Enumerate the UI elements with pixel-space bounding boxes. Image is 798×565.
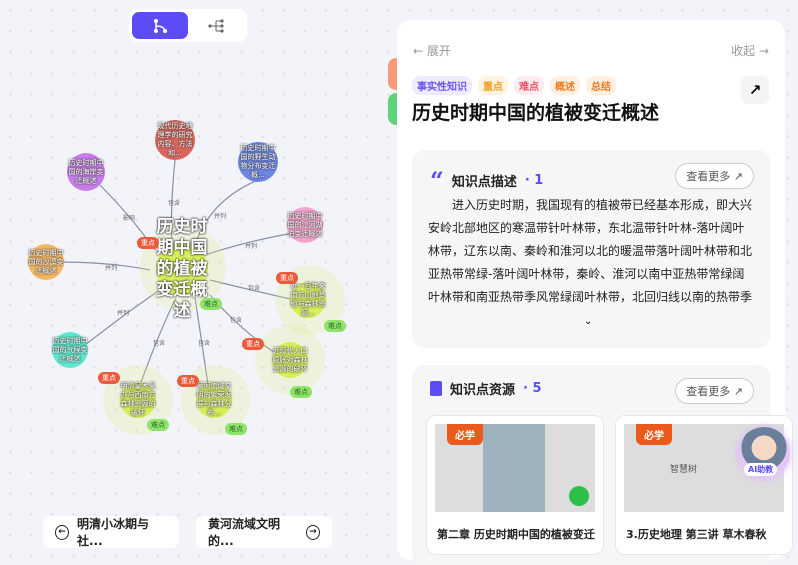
mindmap-node[interactable]: 黄河流域文明的繁荣发展与森林分布...	[196, 382, 232, 418]
key-badge: 重点	[98, 372, 120, 384]
ai-assistant-label: AI助教	[744, 463, 778, 476]
expand-label: 展开	[426, 44, 451, 58]
description-card: “ 知识点描述 · 1 查看更多 ↗ 进入历史时期，我国现有的植被带已经基本形成，即…	[412, 150, 770, 348]
prev-topic-button[interactable]: ← 明清小冰期与社...	[43, 516, 179, 548]
mindmap-center-node[interactable]: 历史时期中国的植被变迁概述	[156, 217, 208, 321]
node-label: 历史时期中国的野生动物分布变迁概...	[240, 144, 276, 179]
chevron-down-icon[interactable]: ⌄	[584, 316, 593, 327]
arrow-up-right-icon: ↗	[748, 81, 762, 99]
description-count: · 1	[524, 173, 544, 188]
edge-label: 并列	[117, 309, 129, 317]
ai-assistant-button[interactable]: AI助教	[738, 427, 790, 479]
collapse-button[interactable]: 收起 →	[731, 44, 769, 58]
tag: 概述	[550, 76, 580, 95]
node-label: 近现代人口膨胀对森林资源的破坏	[272, 346, 308, 373]
next-topic-label: 黄河流域文明的...	[208, 517, 281, 548]
more-label: 查看更多	[686, 170, 731, 183]
tag: 难点	[514, 76, 544, 95]
resource-card[interactable]: 必学 第二章 历史时期中国的植被变迁	[426, 415, 604, 555]
mindmap-node[interactable]: 历史时期中国的野生动物分布变迁概...	[238, 142, 278, 182]
mindmap-node[interactable]: 明清皇木采办与西南方森林资源的破坏	[120, 382, 156, 418]
center-label: 历史时期中国的植被变迁概述	[156, 216, 208, 321]
node-label: 历史时期中国的江河湖泊变迁概述	[287, 211, 323, 238]
edge-label: 并列	[245, 242, 257, 250]
node-label: 历史时期中国的气候变迁概述	[52, 336, 88, 363]
node-label: 现代历史地理学的研究内容、方法和...	[157, 122, 193, 157]
hard-badge: 难点	[290, 386, 312, 398]
description-more-button[interactable]: 查看更多 ↗	[675, 163, 754, 189]
hard-badge: 难点	[200, 298, 222, 310]
prev-topic-label: 明清小冰期与社...	[76, 517, 149, 548]
mindmap-node[interactable]: 历史时期中国的海岸变迁概述	[67, 153, 105, 191]
node-label: 明清皇木采办与西南方森林资源的破坏	[120, 382, 156, 417]
mindmap-node[interactable]: 历史时期中国的沙漠变迁概述	[28, 244, 64, 280]
key-badge: 重点	[137, 237, 159, 249]
file-icon	[569, 486, 589, 506]
edge-label: 包含	[198, 339, 210, 347]
mindmap-node[interactable]: 历史时期中国的气候变迁概述	[52, 332, 88, 368]
more-label: 查看更多	[686, 385, 731, 398]
detail-panel: ← 展开 收起 → 事实性知识 重点 难点 概述 总结 历史时期中国的植被变迁概…	[397, 20, 793, 565]
resource-card[interactable]: 必学智慧树 3.历史地理 第三讲 草木春秋	[615, 415, 793, 555]
zhihuishu-logo: 智慧树	[670, 465, 698, 475]
edge-label: 并列	[105, 264, 117, 272]
hard-badge: 难点	[147, 419, 169, 431]
mindmap-icon	[154, 18, 167, 33]
collapse-label: 收起	[731, 44, 756, 58]
mindmap-node[interactable]: 现代历史地理学的研究内容、方法和...	[155, 120, 195, 160]
resources-heading: 知识点资源	[450, 383, 516, 398]
quote-icon: “	[430, 166, 444, 195]
hard-badge: 难点	[324, 320, 346, 332]
hard-badge: 难点	[225, 423, 247, 435]
mindmap-node[interactable]: 近一百年来南方山地垦殖与森林资源...	[290, 282, 326, 318]
tree-icon	[208, 18, 224, 33]
view-toggle	[129, 9, 247, 42]
arrow-left-icon: ←	[55, 524, 69, 540]
mindmap-node[interactable]: 历史时期中国的江河湖泊变迁概述	[287, 207, 323, 243]
node-label: 历史时期中国的沙漠变迁概述	[28, 248, 64, 275]
description-heading: 知识点描述	[451, 175, 517, 190]
edge-label: 并列	[214, 212, 226, 220]
edge-label: 包含	[168, 199, 180, 207]
must-learn-badge: 必学	[636, 424, 672, 445]
edge-label: 包含	[153, 339, 165, 347]
next-topic-button[interactable]: 黄河流域文明的... →	[196, 516, 332, 548]
node-label: 黄河流域文明的繁荣发展与森林分布...	[196, 382, 232, 417]
resource-title: 3.历史地理 第三讲 草木春秋	[626, 528, 767, 541]
key-badge: 重点	[242, 338, 264, 350]
tag: 重点	[478, 76, 508, 95]
book-cover	[483, 424, 545, 512]
mindmap-view-button[interactable]	[132, 12, 188, 39]
key-badge: 重点	[177, 375, 199, 387]
resources-more-button[interactable]: 查看更多 ↗	[675, 378, 754, 404]
arrow-right-icon: →	[306, 524, 320, 540]
node-label: 近一百年来南方山地垦殖与森林资源...	[290, 282, 326, 317]
open-external-button[interactable]: ↗	[741, 76, 769, 104]
tag: 事实性知识	[412, 76, 472, 95]
tag: 总结	[586, 76, 616, 95]
edge-label: 包含	[248, 284, 260, 292]
document-icon	[430, 381, 442, 396]
resource-title: 第二章 历史时期中国的植被变迁	[437, 528, 595, 541]
edge-label: 影响	[123, 214, 135, 222]
description-text: 进入历史时期，我国现有的植被带已经基本形成，即大兴安岭北部地区的寒温带针叶林带，…	[428, 198, 753, 304]
edge-label: 包含	[230, 316, 242, 324]
resources-card: 知识点资源 · 5 查看更多 ↗ 必学 第二章 历史时期中国的植被变迁 必学智慧树…	[412, 365, 793, 565]
resources-count: · 5	[523, 381, 542, 396]
panel-title: 历史时期中国的植被变迁概述	[412, 102, 660, 124]
mindmap-node[interactable]: 近现代人口膨胀对森林资源的破坏	[272, 342, 308, 378]
expand-button[interactable]: ← 展开	[413, 44, 451, 58]
node-label: 历史时期中国的海岸变迁概述	[68, 158, 104, 185]
must-learn-badge: 必学	[447, 424, 483, 445]
key-badge: 重点	[276, 272, 298, 284]
tree-view-button[interactable]	[188, 12, 244, 39]
tag-list: 事实性知识 重点 难点 概述 总结	[412, 76, 616, 95]
